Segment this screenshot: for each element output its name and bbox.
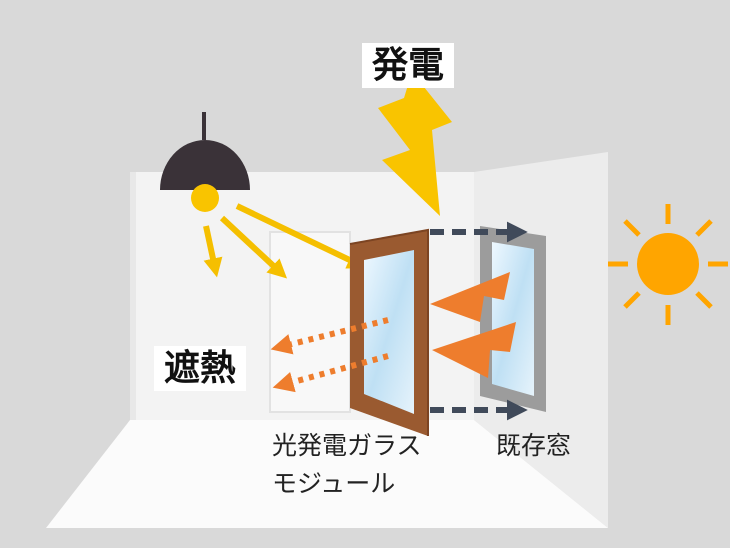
existing-window [480,226,546,412]
light-arrow-3 [235,203,367,269]
lightning-bolt-icon [378,72,452,216]
solar-glass-module [349,228,429,436]
lamp-light-arrows [203,203,367,279]
heat-arrow-upper [430,272,510,322]
heat-arrow-lower [432,322,516,378]
existing-window-caption: 既存窓 [496,431,572,460]
sun-icon [608,204,728,325]
power-generation-label: 発電 [362,43,455,89]
air-gap-arrows [430,221,528,421]
light-arrow-2 [219,215,288,279]
heat-shield-label: 遮熱 [154,346,247,392]
dotted-arrow-upper [270,317,389,355]
back-door [269,231,351,413]
light-arrow-1 [203,225,223,278]
ceiling-lamp-icon [160,112,250,212]
dotted-arrow-lower [272,353,389,393]
left-wall-edge [130,172,136,420]
module-caption-line1: 光発電ガラス [272,431,422,460]
module-caption-line2: モジュール [272,469,396,498]
floor [46,420,608,528]
reflected-heat-arrows [270,317,389,393]
sun-heat-arrows [430,272,516,378]
